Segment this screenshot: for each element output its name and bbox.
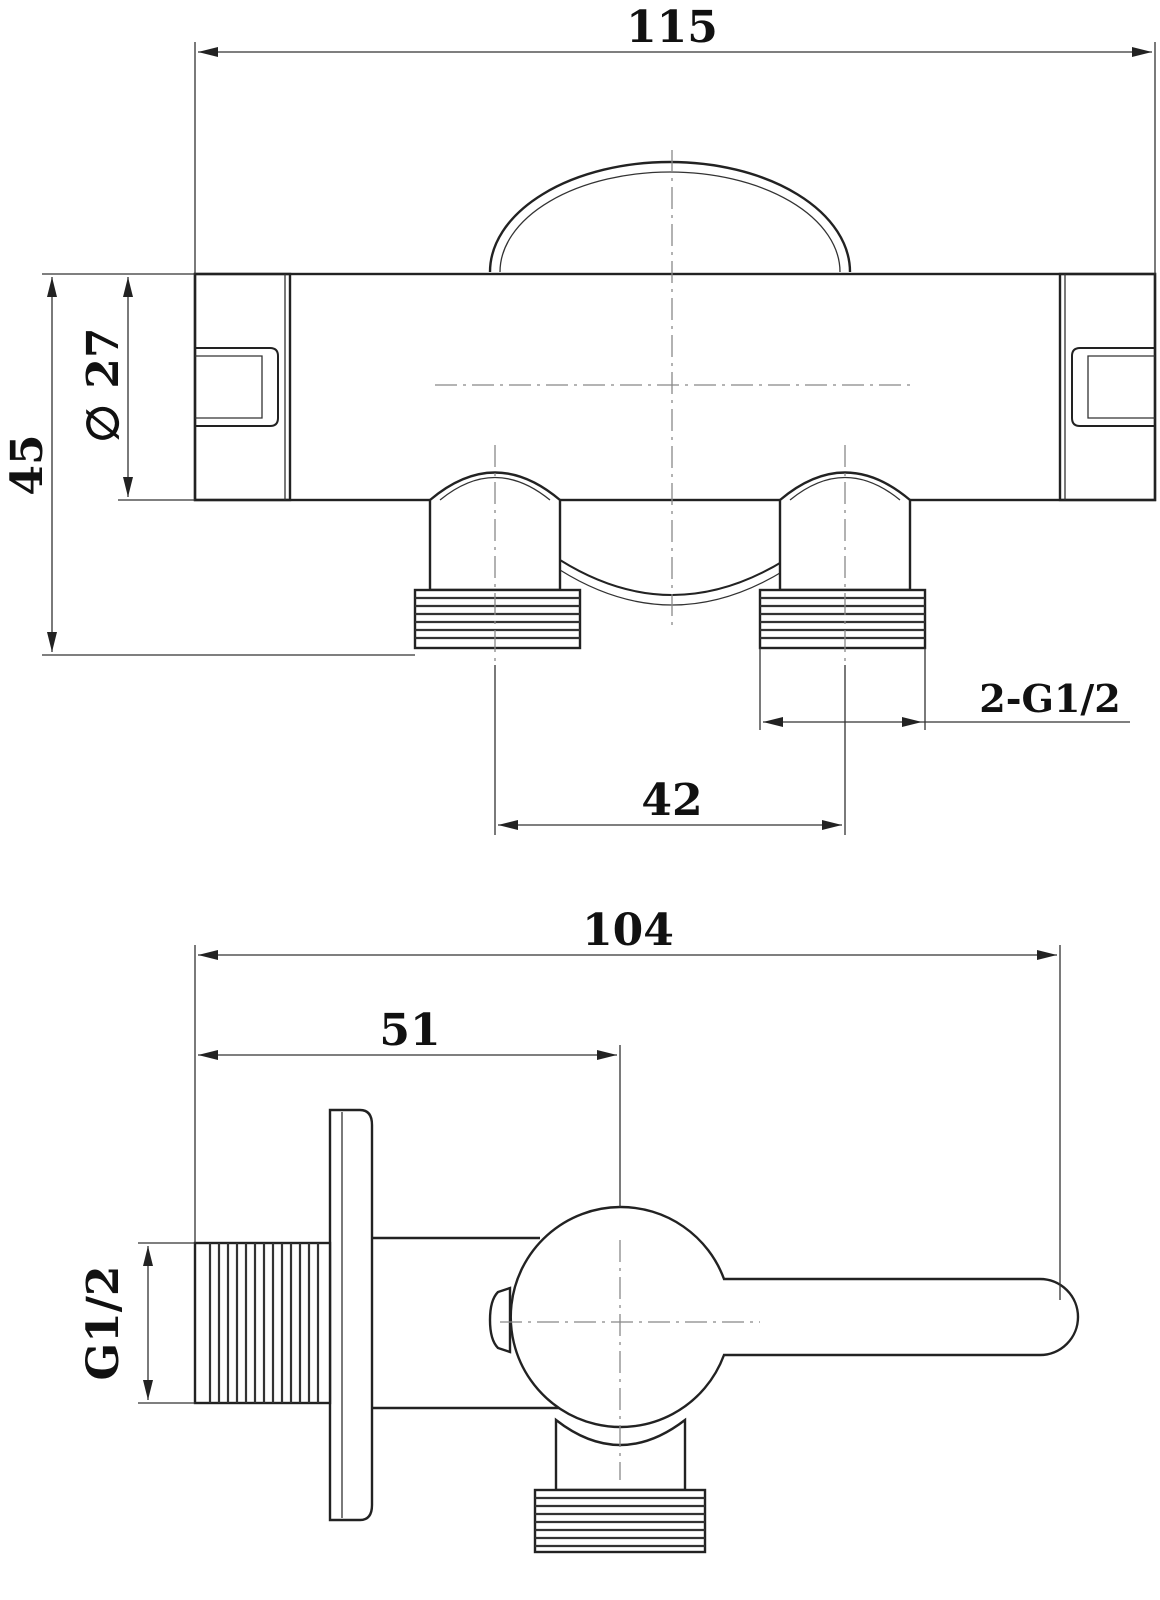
dim-42: 42 [641, 775, 702, 826]
dim-45: 45 [2, 434, 53, 495]
lever-handle [509, 1205, 1080, 1429]
valve-body [193, 272, 1157, 502]
left-outlet [413, 471, 582, 650]
dim-104: 104 [582, 905, 674, 956]
right-hex-socket [1071, 347, 1155, 427]
dim-g1-2: G1/2 [78, 1266, 129, 1381]
dim-115: 115 [626, 2, 718, 53]
right-end-cap [1058, 272, 1157, 502]
wall-flange [328, 1108, 374, 1522]
outlet-thread [533, 1488, 707, 1554]
handle-button [488, 1286, 512, 1354]
right-outlet [758, 471, 927, 650]
left-end-cap [193, 272, 292, 502]
dim-2-g1-2: 2-G1/2 [979, 676, 1120, 721]
front-view: 115 45 ∅ 27 42 2-G1/2 [2, 2, 1157, 835]
dim-diameter-27: ∅ 27 [78, 328, 129, 443]
top-dome [488, 160, 852, 273]
left-hex-socket [195, 347, 279, 427]
dim-51: 51 [379, 1005, 440, 1056]
inlet-thread [193, 1241, 332, 1405]
side-view: 104 51 G1/2 [78, 905, 1080, 1554]
